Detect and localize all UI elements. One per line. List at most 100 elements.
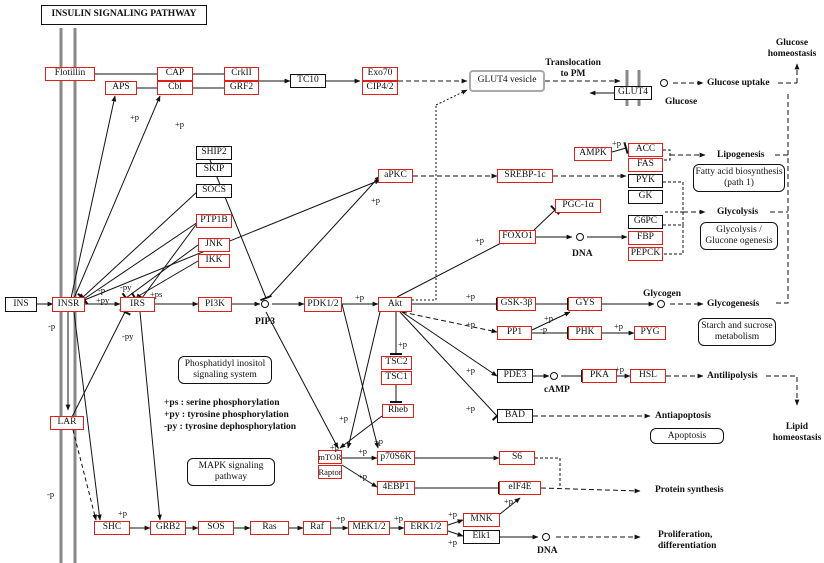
- label-pip3: PIP3: [255, 317, 276, 327]
- node-cap[interactable]: CAP: [157, 67, 193, 81]
- mark-minus-py: -py: [120, 282, 132, 292]
- node-sos[interactable]: SOS: [198, 521, 234, 535]
- mark-minus-p: -p: [48, 321, 56, 331]
- label-protein-synthesis: Protein synthesis: [655, 485, 724, 495]
- label-glucose-uptake: Glucose uptake: [707, 78, 770, 88]
- node-lar[interactable]: LAR: [50, 416, 84, 430]
- node-rheb[interactable]: Rheb: [382, 404, 414, 418]
- node-pepck[interactable]: PEPCK: [628, 247, 663, 261]
- node-ins[interactable]: INS: [5, 297, 37, 312]
- node-srebp[interactable]: SREBP-1c: [497, 169, 553, 183]
- node-socs[interactable]: SOCS: [196, 184, 232, 198]
- mark-plus-p: +p: [544, 313, 554, 323]
- node-4ebp1[interactable]: 4EBP1: [377, 481, 415, 495]
- node-p70s6k[interactable]: p70S6K: [377, 451, 415, 465]
- node-akt[interactable]: Akt: [378, 297, 412, 312]
- label-antilipolysis: Antilipolysis: [707, 371, 758, 381]
- node-mnk[interactable]: MNK: [463, 513, 500, 527]
- node-ptp1b[interactable]: PTP1B: [196, 214, 232, 228]
- node-pgc1a[interactable]: PGC-1α: [555, 199, 601, 213]
- node-pdk12[interactable]: PDK1/2: [304, 297, 342, 312]
- node-raf[interactable]: Raf: [303, 521, 331, 535]
- node-acc[interactable]: ACC: [628, 143, 663, 157]
- node-crkii[interactable]: CrkII: [224, 67, 259, 81]
- node-jnk[interactable]: JNK: [198, 238, 230, 252]
- node-mtor[interactable]: mTOR: [318, 450, 342, 464]
- node-ras[interactable]: Ras: [250, 521, 289, 535]
- link-fatty-acid-biosynthesis[interactable]: Fatty acid biosynthesis (path 1): [693, 164, 785, 192]
- node-gk[interactable]: GK: [628, 190, 663, 204]
- node-tsc2[interactable]: TSC2: [381, 356, 412, 370]
- link-phosphatidyl-inositol[interactable]: Phosphatidyl inositol signaling system: [178, 356, 272, 384]
- link-starch-sucrose[interactable]: Starch and sucrose metabolism: [698, 318, 776, 346]
- mark-plus-p: +p: [339, 413, 349, 423]
- node-shc[interactable]: SHC: [94, 521, 130, 535]
- node-foxo1[interactable]: FOXO1: [499, 230, 536, 244]
- node-cip4[interactable]: CIP4/2: [362, 81, 398, 95]
- node-irs[interactable]: IRS: [120, 297, 155, 312]
- label-dna-elk: DNA: [537, 546, 558, 556]
- label-proliferation: Proliferation, differentiation: [658, 530, 717, 551]
- node-pyg[interactable]: PYG: [634, 326, 666, 340]
- node-fas[interactable]: FAS: [628, 158, 663, 172]
- node-phk[interactable]: PHK: [568, 326, 602, 340]
- label-glycogen: Glycogen: [643, 289, 681, 299]
- node-exo70[interactable]: Exo70: [362, 67, 398, 81]
- mark-plus-p: +p: [448, 509, 458, 519]
- node-hsl[interactable]: HSL: [630, 369, 666, 383]
- node-ship2[interactable]: SHIP2: [196, 146, 232, 160]
- mark-plus-p: +p: [448, 537, 458, 547]
- mark-plus-p: +p: [358, 446, 368, 456]
- node-eif4e[interactable]: eIF4E: [499, 481, 541, 495]
- node-flotillin[interactable]: Flotillin: [45, 67, 95, 81]
- node-gsk3b[interactable]: GSK-3β: [497, 297, 536, 311]
- label-lipogenesis: Lipogenesis: [717, 150, 765, 160]
- node-grf2[interactable]: GRF2: [224, 81, 259, 95]
- node-bad[interactable]: BAD: [497, 409, 533, 423]
- label-antiapoptosis: Antiapoptosis: [655, 411, 711, 421]
- node-pyk[interactable]: PYK: [628, 174, 663, 188]
- camp-circle: [550, 372, 558, 380]
- mark-plus-p: +p: [394, 513, 404, 523]
- node-elk1[interactable]: Elk1: [463, 530, 500, 544]
- mark-plus-p: +p: [371, 195, 381, 205]
- mark-plus-p: +p: [330, 442, 340, 452]
- node-pde3[interactable]: PDE3: [497, 369, 533, 383]
- node-s6[interactable]: S6: [499, 451, 535, 465]
- node-ampk[interactable]: AMPK: [574, 147, 612, 161]
- node-grb2[interactable]: GRB2: [150, 521, 186, 535]
- node-g6pc[interactable]: G6PC: [628, 215, 663, 229]
- node-gys[interactable]: GYS: [568, 297, 602, 311]
- node-glut4-vesicle[interactable]: GLUT4 vesicle: [469, 70, 545, 92]
- dna-circle-foxo: [576, 233, 584, 241]
- node-cbl[interactable]: Cbl: [157, 81, 193, 95]
- page-title: INSULIN SIGNALING PATHWAY: [41, 5, 207, 25]
- node-pi3k[interactable]: PI3K: [198, 297, 232, 312]
- node-apkc[interactable]: aPKC: [378, 169, 413, 183]
- node-tc10[interactable]: TC10: [290, 74, 326, 88]
- mark-plus-p: +p: [374, 436, 384, 446]
- dna-circle-elk: [542, 533, 550, 541]
- node-fbp[interactable]: FBP: [628, 231, 663, 245]
- link-mapk-pathway[interactable]: MAPK signaling pathway: [187, 458, 275, 486]
- link-glycolysis-gluconeogenesis[interactable]: Glycolysis / Glucone ogenesis: [700, 222, 778, 250]
- node-pp1[interactable]: PP1: [497, 326, 532, 340]
- mark-plus-p: +p: [466, 291, 476, 301]
- node-skip[interactable]: SKIP: [196, 163, 232, 177]
- node-glut4[interactable]: GLUT4: [614, 86, 652, 100]
- node-erk12[interactable]: ERK1/2: [404, 521, 448, 535]
- mark-plus-p: +p: [612, 138, 622, 148]
- node-insr[interactable]: INSR: [52, 297, 85, 312]
- node-mek12[interactable]: MEK1/2: [348, 521, 390, 535]
- node-raptor[interactable]: Raptor: [318, 465, 342, 479]
- link-apoptosis[interactable]: Apoptosis: [650, 428, 724, 444]
- mark-plus-p: +p: [118, 508, 128, 518]
- node-tsc1[interactable]: TSC1: [381, 371, 412, 385]
- legend-serine: +ps : serine phosphorylation: [164, 398, 280, 408]
- node-aps[interactable]: APS: [105, 81, 137, 95]
- node-ikk[interactable]: IKK: [198, 254, 230, 268]
- node-pka[interactable]: PKA: [582, 369, 617, 383]
- label-glucose: Glucose: [665, 97, 698, 107]
